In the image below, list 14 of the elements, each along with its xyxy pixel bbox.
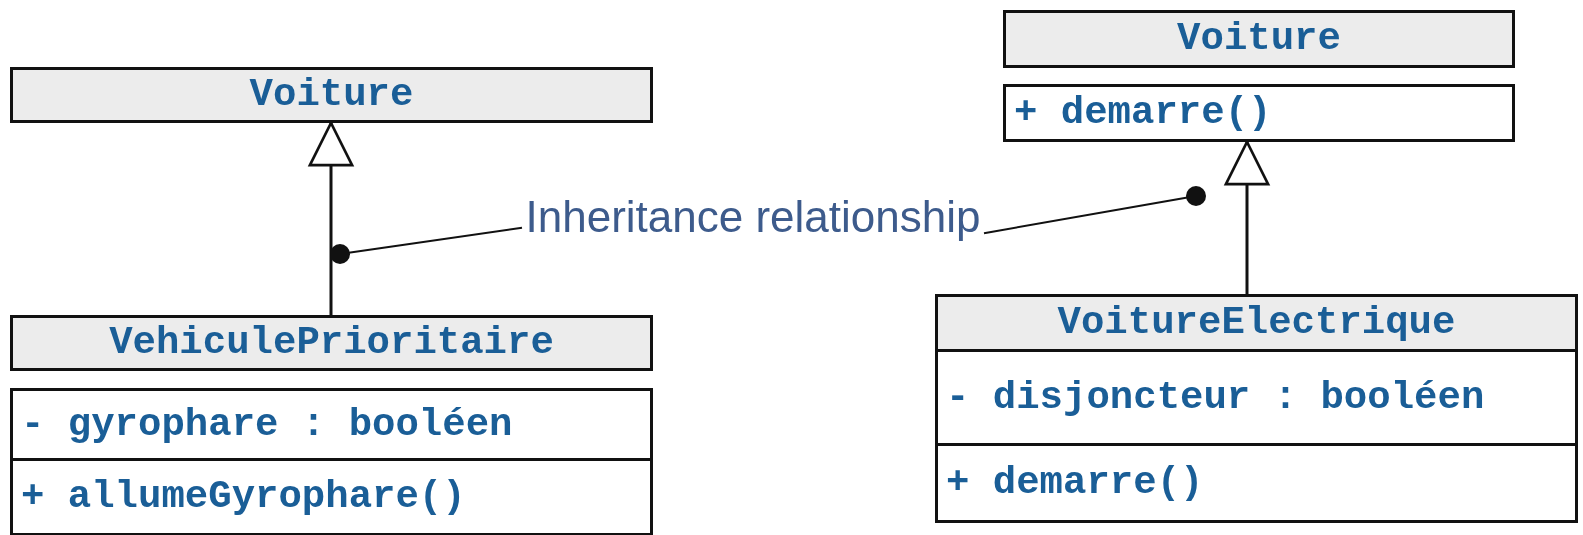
attribute-compartment: - disjoncteur : booléen (935, 349, 1578, 446)
class-name: Voiture (1003, 10, 1515, 68)
class-name: Voiture (10, 67, 653, 123)
method-compartment: + demarre() (1003, 84, 1515, 142)
leader-line (983, 186, 1206, 235)
leader-line (330, 226, 523, 264)
class-name: VoitureElectrique (935, 294, 1578, 352)
inheritance-arrow (308, 121, 354, 315)
callout-label: Inheritance relationship (522, 190, 984, 244)
method-compartment: + demarre() (935, 443, 1578, 523)
class-name: VehiculePrioritaire (10, 315, 653, 371)
method-compartment: + allumeGyrophare() (10, 458, 653, 535)
inheritance-arrow (1224, 140, 1270, 294)
attribute-compartment: - gyrophare : booléen (10, 388, 653, 461)
